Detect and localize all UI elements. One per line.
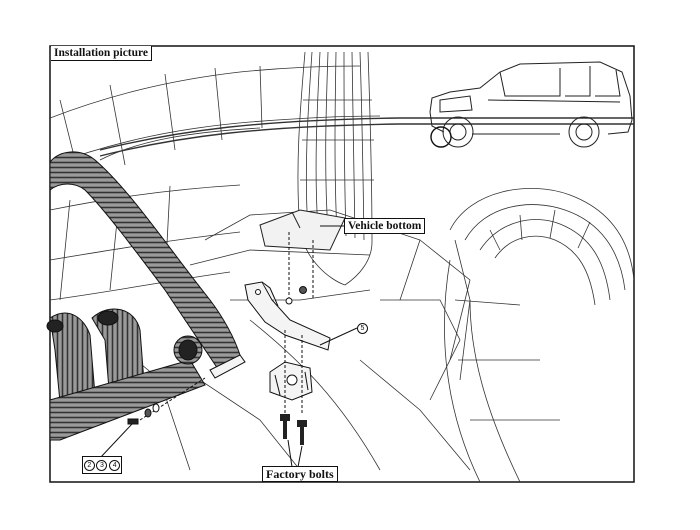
leader-lines — [99, 225, 358, 468]
vehicle-bottom-label: Vehicle bottom — [344, 218, 426, 234]
part-number-group: 2 3 4 — [82, 456, 122, 474]
factory-bolts-label: Factory bolts — [262, 466, 338, 482]
vehicle-inset — [429, 61, 633, 148]
center-channel — [297, 51, 374, 286]
factory-bolt-right — [297, 420, 307, 445]
figure-title: Installation picture — [51, 46, 153, 61]
part-number-2: 2 — [83, 459, 95, 471]
washers — [127, 286, 307, 425]
wheel-well — [444, 188, 634, 482]
vehicle-bottom-plate — [259, 209, 346, 251]
side-bar-tubes — [46, 151, 241, 441]
part-callout-5: 5 — [357, 323, 368, 334]
part-number-3: 3 — [96, 459, 108, 471]
factory-bolt-left — [280, 414, 290, 439]
figure-frame — [49, 45, 635, 483]
part-number-4: 4 — [109, 459, 121, 471]
